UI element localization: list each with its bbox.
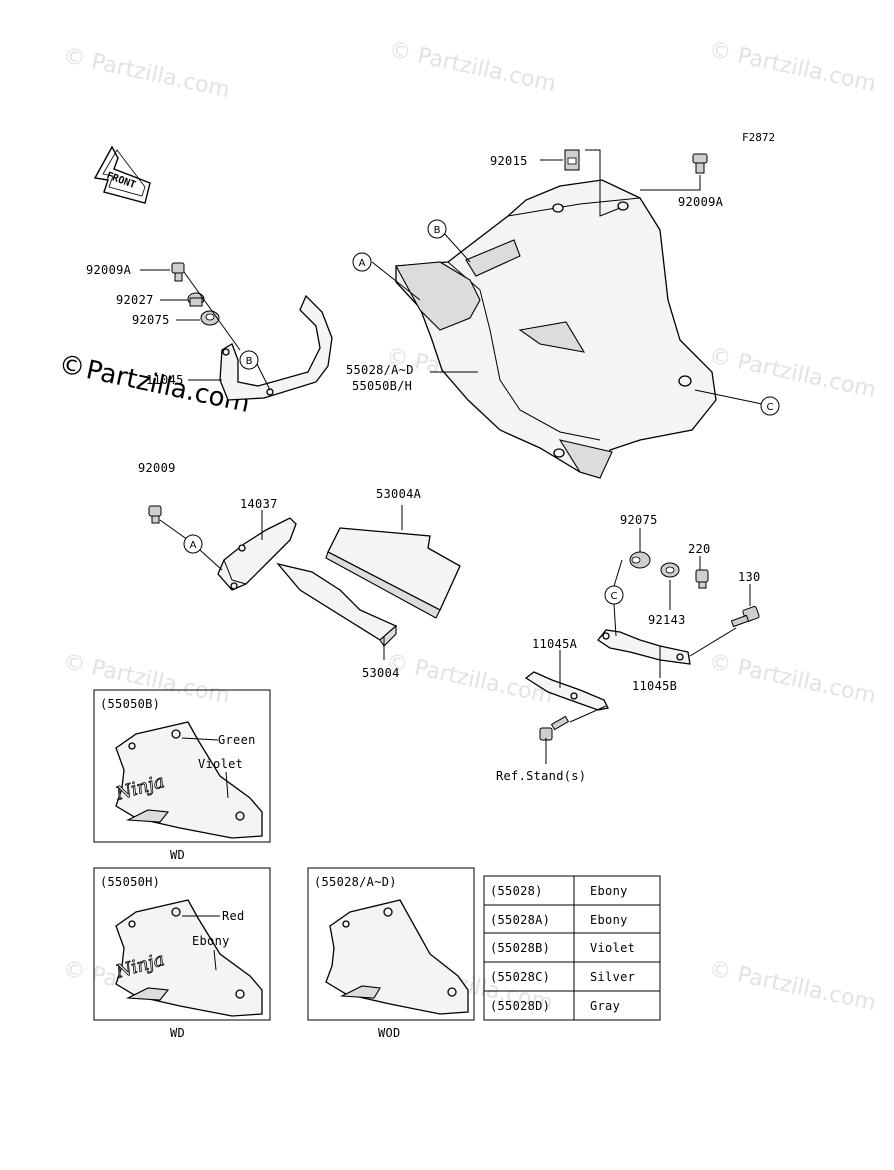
leader-line <box>694 389 763 405</box>
watermark-text: © Partzilla.com <box>707 37 878 97</box>
bolt-92009-part <box>148 505 162 524</box>
callout-b-label: B <box>246 356 253 367</box>
color-callout-label: Ebony <box>192 934 230 948</box>
part-number-label: 92027 <box>116 293 154 307</box>
bolt-92009a-left-part <box>171 262 185 282</box>
figure-code: F2872 <box>742 131 775 144</box>
bracket-11045b-part <box>597 629 691 665</box>
callout-a-label: A <box>190 540 197 551</box>
leader-line <box>585 149 621 217</box>
collar-92027-part <box>187 292 205 307</box>
callout-b-left: B <box>239 350 259 370</box>
bolt-130-part <box>730 606 760 628</box>
part-number-label: 92009 <box>138 461 176 475</box>
color-callout-label: Red <box>222 909 245 923</box>
leader-line <box>442 231 471 263</box>
part-number-label: 55050B/H <box>352 379 412 393</box>
part-number-label: 92143 <box>648 613 686 627</box>
variant-box-55050b: (55050B) Ninja Green Violet WD <box>93 689 271 862</box>
part-number-label: 14037 <box>240 497 278 511</box>
watermark-text: © Partzilla.com <box>61 43 232 103</box>
callout-c-label: C <box>611 591 618 602</box>
callout-c-right: C <box>604 585 624 605</box>
table-cell-color: Silver <box>590 970 635 984</box>
variant-footer: WOD <box>378 1026 401 1040</box>
part-number-label: 55028/A~D <box>346 363 414 377</box>
bracket-14037-part <box>217 517 297 591</box>
leader-line <box>640 175 701 191</box>
part-number-label: 92075 <box>132 313 170 327</box>
bolt-92009a-right-part <box>692 153 708 174</box>
color-callout-label: Violet <box>198 757 243 771</box>
part-number-label: 92009A <box>86 263 132 277</box>
leader-line <box>255 361 271 391</box>
leader-line <box>569 705 607 723</box>
watermark-text: © Partzilla.com <box>707 649 878 709</box>
grommet-92075-right-part <box>629 551 651 569</box>
reference-stand-label: Ref.Stand(s) <box>496 769 586 783</box>
watermark-layer: © Partzilla.com © Partzilla.com © Partzi… <box>61 37 878 1016</box>
clip-92015-part <box>564 149 580 171</box>
part-number-label: 11045B <box>632 679 677 693</box>
part-number-label: 53004A <box>376 487 422 501</box>
callout-c-top: C <box>760 396 780 416</box>
color-callout-label: Green <box>218 733 256 747</box>
callout-c-label: C <box>767 402 774 413</box>
callout-a-left: A <box>183 534 203 554</box>
table-cell-code: (55028) <box>490 884 543 898</box>
variant-code: (55028/A~D) <box>314 875 397 889</box>
watermark-text: © Partzilla.com <box>387 37 558 97</box>
variant-footer: WD <box>170 848 185 862</box>
leader-line <box>689 627 737 657</box>
callout-a-label: A <box>359 258 366 269</box>
collar-92143-part <box>660 562 680 578</box>
leader-line <box>199 549 223 571</box>
leader-line <box>183 271 241 351</box>
lower-cowl-part <box>395 179 717 479</box>
part-number-label: 220 <box>688 542 711 556</box>
table-cell-color: Gray <box>590 999 620 1013</box>
stand-bolt-part <box>539 715 570 741</box>
bracket-11045a-part <box>524 671 609 711</box>
variant-code: (55050H) <box>100 875 160 889</box>
part-number-label: 53004 <box>362 666 400 680</box>
part-number-label: 11045 <box>146 373 184 387</box>
table-cell-color: Ebony <box>590 884 628 898</box>
callout-b-top: B <box>427 219 447 239</box>
front-arrow-icon: FRONT <box>93 145 151 204</box>
callout-a-top: A <box>352 252 372 272</box>
part-number-label: 92015 <box>490 154 528 168</box>
watermark-text: © Partzilla.com <box>707 343 878 403</box>
part-number-label: 130 <box>738 570 761 584</box>
bracket-11045-part <box>219 294 333 401</box>
table-cell-code: (55028D) <box>490 999 550 1013</box>
table-cell-code: (55028C) <box>490 970 550 984</box>
table-cell-code: (55028B) <box>490 941 550 955</box>
panel-53004a-part <box>325 527 461 619</box>
table-cell-color: Ebony <box>590 913 628 927</box>
watermark-text: © Partzilla.com <box>707 956 878 1016</box>
table-cell-color: Violet <box>590 941 635 955</box>
main-watermark-copyright: © <box>56 349 88 384</box>
variant-footer: WD <box>170 1026 185 1040</box>
variant-box-55028: (55028/A~D) WOD <box>307 867 475 1040</box>
part-number-label: 92075 <box>620 513 658 527</box>
callout-b-label: B <box>434 225 441 236</box>
part-number-label: 92009A <box>678 195 724 209</box>
leader-line <box>613 559 623 587</box>
leader-line <box>613 603 617 637</box>
part-number-label: 11045A <box>532 637 578 651</box>
leader-line <box>371 261 421 301</box>
color-table: (55028) Ebony (55028A) Ebony (55028B) Vi… <box>483 875 661 1021</box>
variant-code: (55050B) <box>100 697 160 711</box>
variant-box-55050h: (55050H) Ninja Red Ebony WD <box>93 867 271 1040</box>
table-cell-code: (55028A) <box>490 913 550 927</box>
grommet-92075-left-part <box>200 310 220 326</box>
bolt-220-part <box>695 569 709 589</box>
leader-line <box>159 519 189 541</box>
